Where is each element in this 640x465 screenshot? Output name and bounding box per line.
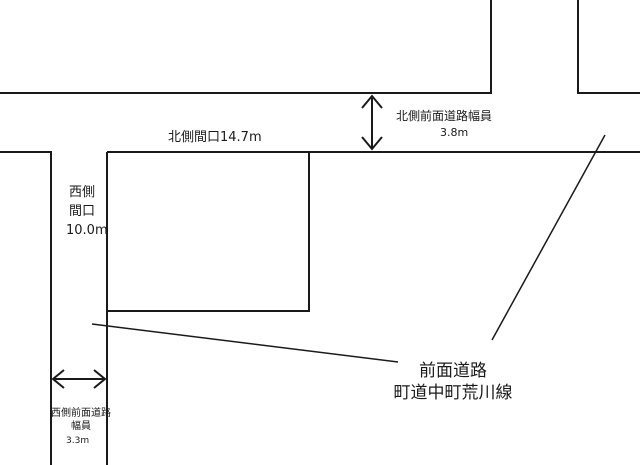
north-road-width-label: 北側前面道路幅員	[396, 109, 493, 123]
north-road-width-arrow	[361, 94, 383, 151]
front-road-label: 前面道路 町道中町荒川線	[368, 360, 538, 404]
front-road-leader-west	[91, 323, 399, 363]
front-road-title: 前面道路	[419, 361, 487, 381]
north-road-upper-right-edge	[577, 0, 640, 94]
west-road-left-edge	[0, 151, 52, 465]
north-road-width-value: 3.8m	[440, 126, 469, 139]
north-road-upper-left-edge	[0, 0, 492, 94]
north-frontage-label: 北側間口14.7m	[168, 130, 262, 145]
west-road-width-label: 西側前面道路幅員	[51, 408, 111, 432]
front-road-leader-north	[491, 134, 606, 341]
west-road-width-value: 3.3m	[66, 436, 90, 446]
front-road-name: 町道中町荒川線	[393, 383, 513, 404]
west-frontage-label: 西側間口10.0m	[66, 185, 108, 238]
property-outline	[107, 152, 310, 312]
west-road-width-arrow	[51, 369, 107, 389]
